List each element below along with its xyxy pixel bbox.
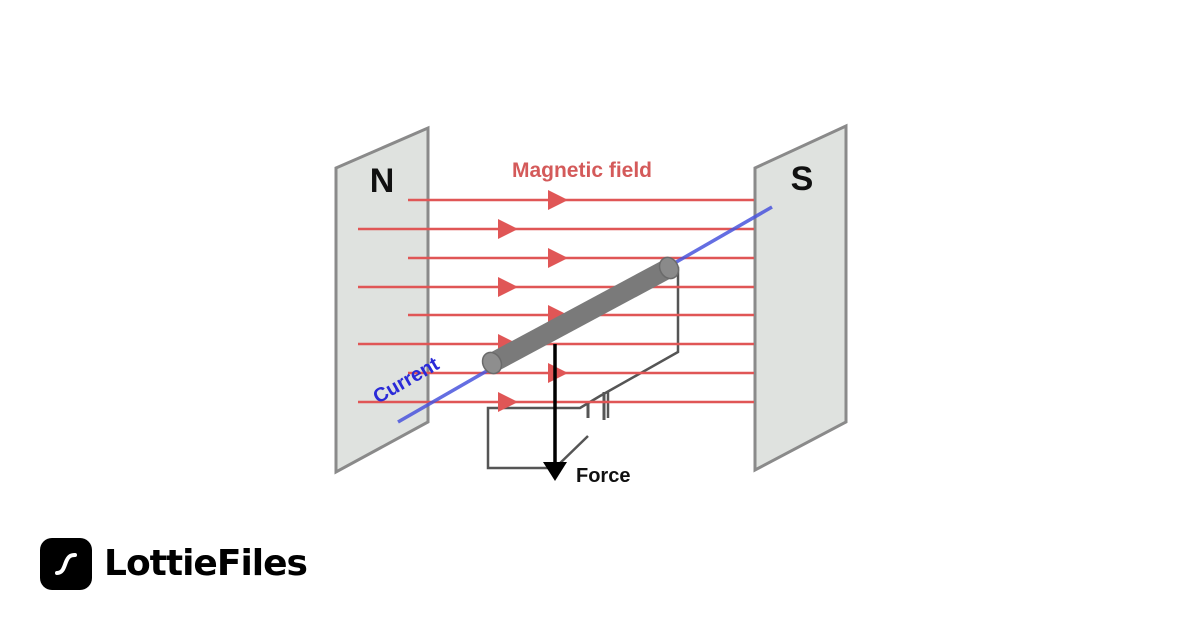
field-line — [358, 277, 754, 297]
south-label: S — [791, 160, 814, 198]
south-pole-plate — [753, 123, 848, 473]
conductor-rod — [481, 256, 680, 375]
north-label: N — [370, 162, 395, 200]
field-line — [408, 363, 754, 383]
field-line — [358, 219, 754, 239]
north-pole-plate — [334, 125, 430, 475]
force-arrow — [543, 344, 567, 481]
battery-icon — [586, 392, 606, 420]
force-label: Force — [576, 465, 630, 487]
field-line — [408, 248, 754, 268]
field-line — [408, 190, 754, 210]
lottiefiles-logo-icon — [40, 538, 92, 590]
magnetic-field-label: Magnetic field — [512, 159, 652, 182]
lottiefiles-brand: LottieFiles — [40, 538, 308, 590]
circuit-wire — [486, 266, 680, 470]
brand-name: LottieFiles — [104, 543, 308, 584]
